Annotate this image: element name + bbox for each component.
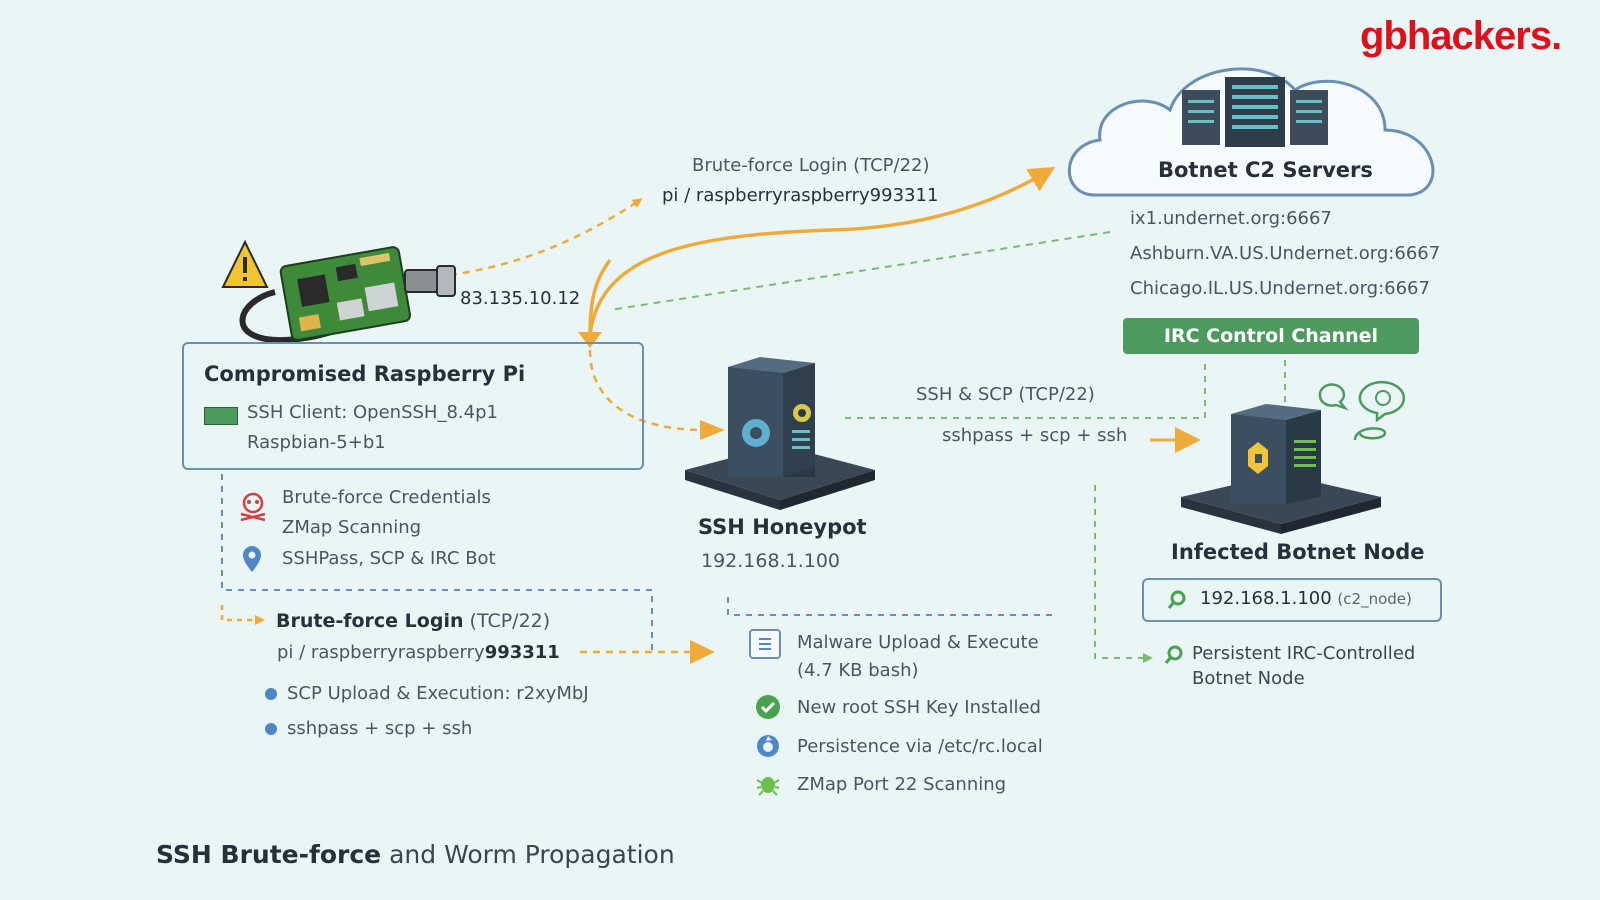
malware-step-1-sub: (4.7 KB bash) — [797, 660, 919, 681]
c2-server-3: Chicago.IL.US.Undernet.org:6667 — [1130, 278, 1430, 299]
login-bullet-2-text: sshpass + scp + ssh — [287, 718, 473, 739]
pi-ip-label: 83.135.10.12 — [460, 288, 581, 309]
honeypot-server-icon — [685, 357, 875, 510]
login-bullet-1: SCP Upload & Execution: r2xyMbJ — [265, 683, 589, 704]
check-icon — [756, 695, 780, 719]
infected-ip-label: 192.168.1.100 (c2_node) — [1200, 588, 1412, 609]
attack-item-1: Brute-force Credentials — [282, 487, 491, 508]
chat-bubbles-icon — [1318, 380, 1406, 441]
search-icon — [1164, 645, 1183, 664]
raspberry-pi-title: Compromised Raspberry Pi — [204, 362, 526, 386]
attack-item-3: SSHPass, SCP & IRC Bot — [282, 548, 496, 569]
c2-solid-curve-arrow — [588, 166, 1056, 336]
malware-step-1: Malware Upload & Execute — [797, 632, 1039, 653]
attack-item-2: ZMap Scanning — [282, 517, 422, 538]
honeypot-arrowhead — [700, 420, 725, 440]
location-pin-icon — [243, 546, 261, 572]
search-icon — [1167, 590, 1186, 609]
c2-title: Botnet C2 Servers — [1158, 158, 1373, 182]
terminal-icon — [204, 407, 238, 425]
infected-node-server-icon — [1181, 404, 1381, 534]
node-to-persistent-dashed — [1094, 485, 1153, 663]
server-rack-icon — [1182, 77, 1328, 147]
refresh-icon — [757, 735, 779, 757]
pi-to-honeypot-dashed-line — [588, 349, 706, 432]
malware-step-3: Persistence via /etc/rc.local — [797, 736, 1043, 757]
persistent-node-line2: Botnet Node — [1192, 668, 1305, 689]
persistent-node-line1: Persistent IRC-Controlled — [1192, 643, 1416, 664]
malware-step-2: New root SSH Key Installed — [797, 697, 1041, 718]
pi-box-arrowhead — [578, 332, 602, 348]
infected-ip-box — [1142, 578, 1442, 622]
honeypot-ip: 192.168.1.100 — [701, 550, 841, 572]
pi-to-label-dashed-line — [449, 198, 643, 277]
cred-arrowhead — [690, 640, 715, 664]
raspbian-label: Raspbian-5+b1 — [247, 432, 386, 453]
malware-step-4: ZMap Port 22 Scanning — [797, 774, 1007, 795]
bullet-dot — [265, 723, 277, 735]
login-title-rest: (TCP/22) — [463, 610, 551, 632]
infected-ip-tag: (c2_node) — [1337, 590, 1412, 608]
login-title-bold: Brute-force Login — [276, 610, 464, 632]
cred-suffix: 993311 — [484, 642, 560, 663]
top-arrow-label-line2: pi / raspberryraspberry993311 — [662, 185, 939, 206]
caption-bold: SSH Brute-force — [156, 840, 382, 869]
login-bullet-1-text: SCP Upload & Execution: r2xyMbJ — [287, 683, 589, 704]
honeypot-link-label-top: SSH & SCP (TCP/22) — [916, 384, 1095, 405]
top-arrow-label-line1: Brute-force Login (TCP/22) — [692, 155, 930, 176]
login-pointer-orange — [220, 605, 265, 625]
gbhackers-logo: gbhackers. — [1360, 14, 1562, 58]
irc-control-channel-badge: IRC Control Channel — [1123, 318, 1419, 354]
pi-to-login-blue-dashed — [221, 474, 653, 650]
honeypot-to-steps-dashed — [727, 597, 1058, 616]
infected-ip: 192.168.1.100 — [1200, 588, 1332, 609]
raspberry-pi-box — [182, 342, 644, 470]
bullet-dot — [265, 688, 277, 700]
diagram-caption: SSH Brute-force and Worm Propagation — [156, 840, 675, 869]
c2-to-pi-green-dashed — [609, 231, 1111, 311]
curve-into-pi-box — [588, 258, 612, 336]
login-bullet-2: sshpass + scp + ssh — [265, 718, 472, 739]
bug-icon — [756, 777, 780, 796]
infected-node-title: Infected Botnet Node — [1171, 540, 1425, 564]
skull-icon — [240, 492, 266, 522]
c2-server-2: Ashburn.VA.US.Undernet.org:6667 — [1130, 243, 1441, 264]
cred-prefix: pi / raspberryraspberry — [277, 642, 485, 663]
caption-rest: and Worm Propagation — [381, 840, 675, 869]
c2-server-1: ix1.undernet.org:6667 — [1130, 208, 1332, 229]
login-block-title: Brute-force Login (TCP/22) — [276, 610, 550, 632]
raspberry-pi-board-icon — [221, 239, 456, 344]
honeypot-to-irc-green-dashed — [845, 360, 1206, 419]
honeypot-title: SSH Honeypot — [698, 515, 867, 539]
document-icon — [749, 629, 781, 659]
ssh-client-label: SSH Client: OpenSSH_8.4p1 — [247, 402, 498, 423]
login-credentials: pi / raspberryraspberry993311 — [277, 642, 560, 663]
honeypot-link-label-bottom: sshpass + scp + ssh — [942, 425, 1128, 446]
